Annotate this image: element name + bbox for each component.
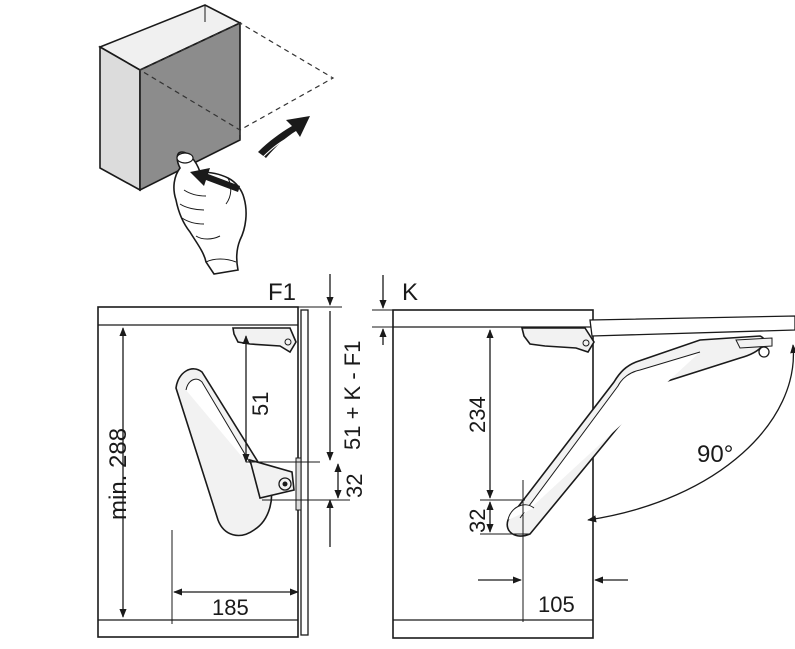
dim-formula-label: 51 + K - F1 [340,341,365,450]
k-label: K [402,279,418,306]
dim-185-label: 185 [212,595,249,620]
curved-upward-arrow-icon [258,116,310,158]
cabinet-illustration [98,4,335,275]
dim-51-label: 51 [248,392,273,416]
gloved-hand-pressing-icon [173,151,247,275]
left-door-panel [300,309,309,636]
open-position-section: K 90° 234 32 105 [372,275,795,639]
dim-32-left-label: 32 [342,474,367,498]
left-mount-bracket [232,327,297,354]
dim-32-right-label: 32 [465,509,490,533]
dim-105-label: 105 [538,592,575,617]
push-arrow-icon [190,168,240,192]
flap-open-outline [138,22,335,131]
f1-label: F1 [268,279,296,306]
cabinet-side-face [99,45,141,192]
right-open-flap [589,315,795,337]
dim-234-label: 234 [465,396,490,433]
angle-label: 90° [697,441,733,468]
angle-arc [587,344,795,523]
left-folded-arm [175,368,273,537]
right-mount-bracket [520,327,595,353]
min-height-label: min. 288 [105,428,132,520]
closed-position-section: min. 288 51 32 51 + K - F1 F1 185 [97,274,367,638]
